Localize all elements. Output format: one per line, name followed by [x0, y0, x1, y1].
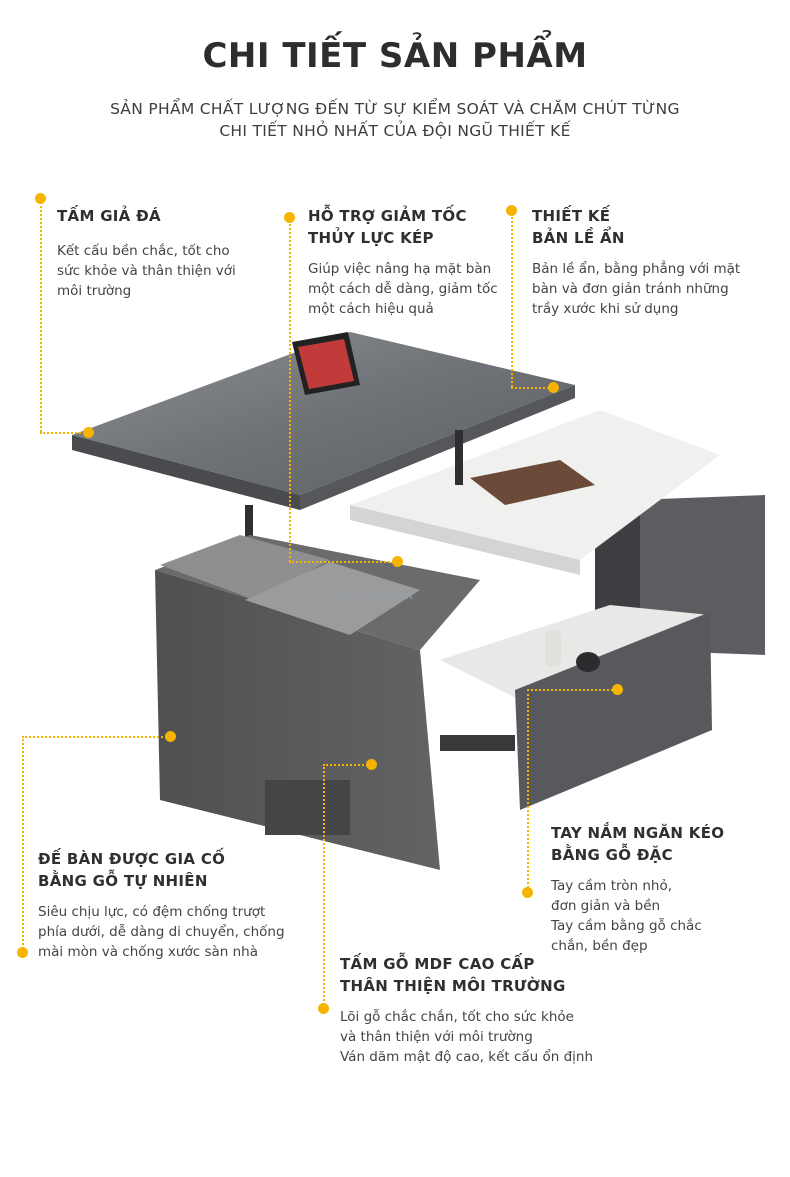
feature-handle: TAY NẮM NGĂN KÉO BẰNG GỖ ĐẶC Tay cầm trò…: [551, 822, 771, 956]
magazine: [470, 460, 595, 505]
feature-title: TẤM GỖ MDF CAO CẤP THÂN THIỆN MÔI TRƯỜNG: [340, 955, 566, 995]
connector-line: [527, 689, 617, 691]
feature-description: Siêu chịu lực, có đệm chống trượt phía d…: [38, 904, 285, 960]
feature-title: ĐẾ BÀN ĐƯỢC GIA CỐ BẰNG GỖ TỰ NHIÊN: [38, 850, 226, 890]
feature-title: THIẾT KẾ BẢN LỀ ẨN: [532, 207, 625, 247]
feature-description: Giúp việc nâng hạ mặt bàn một cách dễ dà…: [308, 261, 498, 317]
connector-line: [289, 561, 397, 563]
feature-stone-top: TẤM GIẢ ĐÁ Kết cấu bền chắc, tốt cho sức…: [57, 205, 257, 301]
connector-line: [22, 736, 170, 738]
marker-dot: [548, 382, 559, 393]
feature-description: Bản lề ẩn, bằng phẳng với mặt bàn và đơn…: [532, 261, 741, 317]
drawer-inside: [440, 605, 710, 700]
connector-line: [527, 689, 529, 892]
feature-description: Lõi gỗ chắc chắn, tốt cho sức khỏe và th…: [340, 1009, 594, 1065]
connector-line: [289, 217, 291, 562]
feature-mdf: TẤM GỖ MDF CAO CẤP THÂN THIỆN MÔI TRƯỜNG…: [340, 953, 620, 1067]
marker-dot: [284, 212, 295, 223]
marker-dot: [392, 556, 403, 567]
feature-hydraulic: HỖ TRỢ GIẢM TỐC THỦY LỰC KÉP Giúp việc n…: [308, 205, 508, 319]
connector-line: [511, 387, 553, 389]
subtitle-line: SẢN PHẨM CHẤT LƯỢNG ĐẾN TỪ SỰ KIỂM SOÁT …: [110, 100, 680, 118]
connector-line: [511, 210, 513, 387]
drawer-front: [515, 612, 712, 810]
marker-dot: [506, 205, 517, 216]
marker-dot: [612, 684, 623, 695]
feature-base: ĐẾ BÀN ĐƯỢC GIA CỐ BẰNG GỖ TỰ NHIÊN Siêu…: [38, 848, 298, 962]
marker-dot: [522, 887, 533, 898]
connector-line: [40, 432, 88, 434]
feature-hinge: THIẾT KẾ BẢN LỀ ẨN Bản lề ẩn, bằng phẳng…: [532, 205, 762, 319]
connector-line: [22, 736, 24, 952]
stool-cushion: [160, 535, 330, 600]
marker-dot: [366, 759, 377, 770]
feature-description: Kết cấu bền chắc, tốt cho sức khỏe và th…: [57, 243, 236, 299]
stone-table-top: [72, 332, 575, 495]
feature-description: Tay cầm tròn nhỏ, đơn giản và bền Tay cầ…: [551, 878, 702, 954]
page-title: CHI TIẾT SẢN PHẨM: [202, 36, 588, 76]
cabinet-body: [155, 570, 440, 870]
marker-dot: [35, 193, 46, 204]
marker-dot: [83, 427, 94, 438]
marker-dot: [318, 1003, 329, 1014]
connector-line: [323, 764, 325, 1008]
connector-line: [40, 198, 42, 432]
feature-title: HỖ TRỢ GIẢM TỐC THỦY LỰC KÉP: [308, 207, 467, 247]
watermark-text: NỘI THẤT VŨ GIA: [335, 590, 413, 602]
subtitle-line: CHI TIẾT NHỎ NHẤT CỦA ĐỘI NGŨ THIẾT KẾ: [219, 122, 571, 140]
connector-line: [323, 764, 371, 766]
marker-dot: [165, 731, 176, 742]
feature-title: TẤM GIẢ ĐÁ: [57, 207, 161, 225]
page-subtitle: SẢN PHẨM CHẤT LƯỢNG ĐẾN TỪ SỰ KIỂM SOÁT …: [60, 98, 730, 142]
marker-dot: [17, 947, 28, 958]
feature-title: TAY NẮM NGĂN KÉO BẰNG GỖ ĐẶC: [551, 824, 725, 864]
